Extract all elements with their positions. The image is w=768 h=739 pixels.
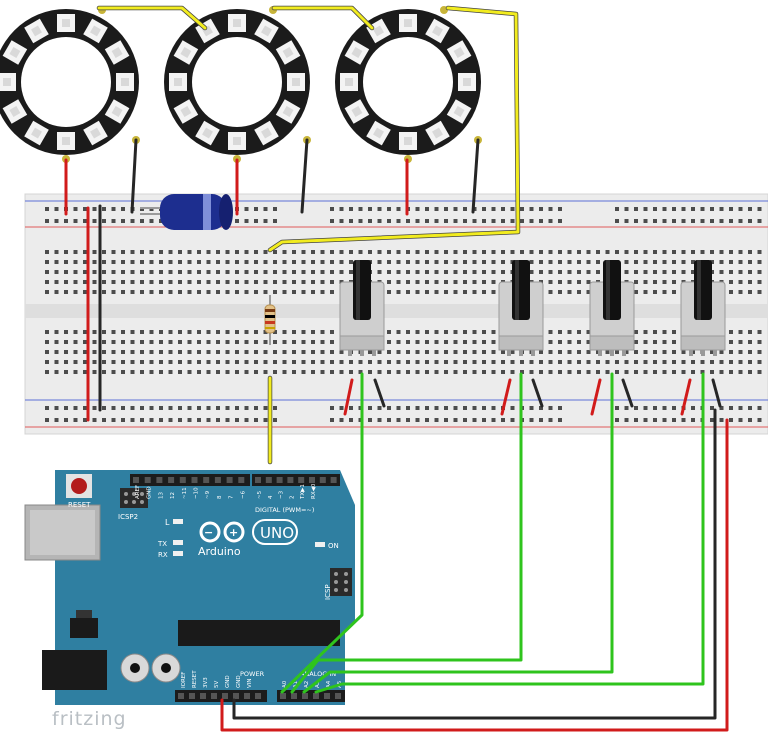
svg-text:+: + <box>229 526 238 539</box>
neopixel-rings <box>0 6 482 163</box>
red-wire-5v <box>220 418 729 732</box>
icsp-label: ICSP <box>324 584 332 600</box>
icsp2-label: ICSP2 <box>118 513 138 521</box>
green-wire-a2 <box>302 372 614 694</box>
top-pin-label: 4 <box>268 495 274 499</box>
yellow-wire-ring-chain <box>96 5 208 31</box>
model-label: UNO <box>260 524 294 542</box>
green-wire-a1 <box>290 372 523 694</box>
power-jack <box>42 650 107 690</box>
top-pin-label: ~10 <box>194 487 200 499</box>
power-pin-label: 3V3 <box>203 677 209 688</box>
green-wire-a0 <box>280 372 364 694</box>
neopixel-ring <box>0 6 140 163</box>
power-pin-label: 5V <box>214 681 220 688</box>
brand-label: Arduino <box>198 545 241 558</box>
potentiometer <box>589 260 635 356</box>
potentiometer <box>680 260 726 356</box>
power-pin-label: VIN <box>247 679 253 689</box>
reset-label: RESET <box>68 501 91 509</box>
capacitor <box>140 194 233 230</box>
rx-label: RX <box>158 551 168 559</box>
analog-pin-label: A2 <box>304 681 310 688</box>
top-pin-label: 7 <box>229 495 235 499</box>
top-pin-label: ~9 <box>205 490 211 499</box>
top-pin-label: ~11 <box>182 487 188 499</box>
top-pin-label: 12 <box>170 492 176 499</box>
svg-text:−: − <box>204 526 213 539</box>
top-pin-label: ~5 <box>257 490 263 499</box>
tx-label: TX <box>157 540 167 548</box>
power-pin-label: RESET <box>192 670 198 688</box>
top-pin-label: TX▶1 <box>300 484 306 500</box>
resistor <box>264 295 276 345</box>
potentiometer <box>339 260 385 356</box>
neopixel-ring <box>164 6 311 163</box>
analog-pin-label: A1 <box>293 681 299 688</box>
microcontroller-chip <box>178 620 340 646</box>
analog-pin-label: A4 <box>326 680 332 688</box>
wires <box>64 5 729 732</box>
digital-header-right <box>252 474 340 486</box>
potentiometers <box>339 260 726 356</box>
power-pin-label: IOREF <box>181 672 187 688</box>
power-label: POWER <box>240 670 265 678</box>
power-pin-label: GND <box>225 675 231 688</box>
top-pin-label: GND <box>147 486 153 499</box>
green-wire-a3 <box>314 372 705 694</box>
arduino-logo: − + Arduino UNO <box>198 519 298 558</box>
top-pin-label: 2 <box>289 496 295 500</box>
on-label: ON <box>328 542 339 550</box>
fritzing-watermark: fritzing <box>52 708 127 730</box>
l-label: L <box>165 518 170 527</box>
analog-pin-label: A3 <box>315 680 321 688</box>
top-pin-label: AREF <box>135 485 141 499</box>
top-pin-label: 13 <box>158 492 164 499</box>
digital-label: DIGITAL (PWM=~) <box>255 506 314 514</box>
breadboard <box>24 193 768 435</box>
potentiometer <box>498 260 544 356</box>
black-wire-gnd <box>232 408 717 720</box>
top-pin-label: 8 <box>217 495 223 499</box>
power-pin-label: GND <box>236 675 242 688</box>
neopixel-ring <box>335 6 482 163</box>
analog-header <box>277 690 345 702</box>
yellow-wire-data <box>268 6 520 252</box>
analog-label: ANALOG IN <box>300 670 336 678</box>
top-pin-label: ~6 <box>240 490 246 499</box>
analog-pin-label: A0 <box>282 680 288 688</box>
top-pin-label: ~3 <box>279 490 285 499</box>
top-pin-label: RX◀0 <box>311 483 317 499</box>
